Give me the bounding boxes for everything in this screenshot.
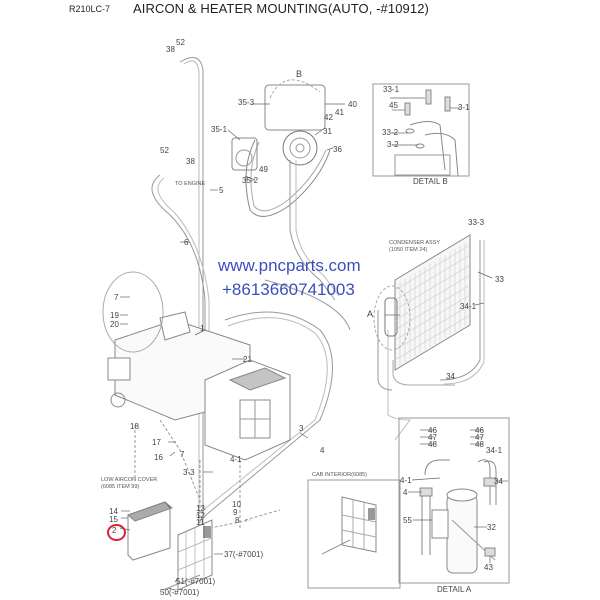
watermark-url: www.pncparts.com [218,256,361,275]
part-label-35-2: 35-2 [242,176,259,185]
part-label-6: 6 [184,238,189,247]
part-label-21: 21 [243,355,252,364]
detail-a-part-4: 4 [403,488,408,497]
part-label-37: 37(-#7001) [224,550,264,559]
detail-b-title: DETAIL B [413,177,448,186]
detail-a-part-32: 32 [487,523,496,532]
watermark-phone: +8613660741003 [222,280,355,299]
part-label-13: 13 [196,504,205,513]
condenser-assy-note: CONDENSER ASSY [389,240,441,246]
detail-a-part-46: 46 [475,426,484,435]
detail-a-callout: A [367,309,374,319]
detail-a-part-34-1: 34-1 [486,446,503,455]
detail-a-part-43: 43 [484,563,493,572]
part-label-4: 4 [320,446,325,455]
detail-b-callout: B [296,69,303,79]
model-number: R210LC-7 [69,4,111,14]
part-label-49: 49 [259,165,268,174]
part-label-35-3: 35-3 [238,98,255,107]
part-label-5: 5 [219,186,224,195]
part-label-36: 36 [333,145,342,154]
part-label-16: 16 [154,453,163,462]
condenser-ref-note: (1050 ITEM 24) [389,247,428,253]
part-label-52: 52 [160,146,169,155]
part-label-3-1: 3-1 [458,103,470,112]
detail-a-part-48: 48 [428,440,437,449]
detail-b-frame [372,83,470,177]
detail-a-part-34: 34 [494,477,503,486]
part-label-50: 50(-#7001) [160,588,200,597]
part-label-3: 3 [299,424,304,433]
part-label-33-1: 33-1 [383,85,400,94]
detail-a-part-4-1: 4-1 [400,476,412,485]
part-label-42: 42 [324,113,333,122]
part-label-4-1: 4-1 [230,455,242,464]
detail-a-part-55: 55 [403,516,412,525]
part-label-20: 20 [110,320,119,329]
cab-interior-note: CAB INTERIOR(6085) [312,472,368,478]
part-label-34-1: 34-1 [460,302,477,311]
part-label-8: 8 [235,516,240,525]
part-label-18: 18 [130,422,139,431]
part-label-34: 34 [446,372,455,381]
part-label-17: 17 [152,438,161,447]
part-label-45: 45 [389,101,398,110]
part-label-3-2: 3-2 [387,140,399,149]
detail-a-part-47: 47 [428,433,437,442]
part-label-33-3: 33-3 [468,218,485,227]
detail-a-frame [398,417,510,584]
part-label-31: 31 [323,127,332,136]
part-label-33: 33 [495,275,504,284]
highlight-circle-part-2 [107,524,126,541]
detail-a-part-48: 48 [475,440,484,449]
part-label-40: 40 [348,100,357,109]
part-label-2: 2 [112,526,117,535]
part-label-35-1: 35-1 [211,125,228,134]
part-label-33-2: 33-2 [382,128,399,137]
part-label-14: 14 [109,507,118,516]
part-label-7: 7 [180,450,185,459]
part-label-1: 1 [200,324,205,333]
part-label-12: 12 [196,511,205,520]
low-aircon-ref-note: (6085 ITEM 99) [101,484,140,490]
part-label-9: 9 [233,508,238,517]
part-label-38: 38 [166,45,175,54]
part-label-15: 15 [109,515,118,524]
part-label-38: 38 [186,157,195,166]
part-label-3-3: 3-3 [183,468,195,477]
page-title: AIRCON & HEATER MOUNTING(AUTO, -#10912) [133,1,429,16]
to-engine-note: TO ENGINE [175,181,206,187]
cab-interior-frame [307,479,401,589]
part-label-41: 41 [335,108,344,117]
part-label-51: 51(-#7001) [176,577,216,586]
part-label-52: 52 [176,38,185,47]
part-label-19: 19 [110,311,119,320]
part-label-10: 10 [232,500,241,509]
part-label-7: 7 [114,293,119,302]
detail-a-title: DETAIL A [437,585,472,594]
part-label-11: 11 [196,518,205,527]
detail-a-part-46: 46 [428,426,437,435]
detail-a-part-47: 47 [475,433,484,442]
low-aircon-cover-note: LOW AIRCON COVER [101,477,158,483]
